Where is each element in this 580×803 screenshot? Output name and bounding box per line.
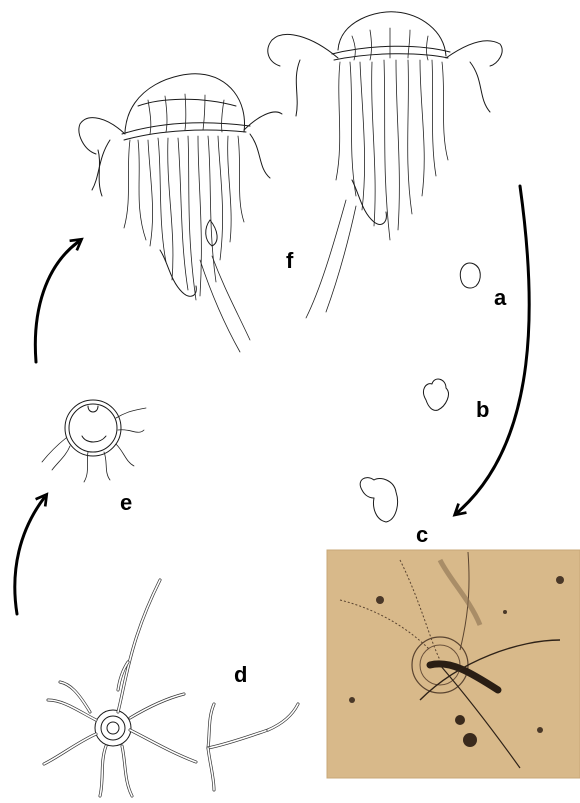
stage-c-settled-larva [360,478,397,522]
label-d: d [234,662,247,687]
label-e: e [120,490,132,515]
adult-medusa-right [268,12,502,318]
stage-b-larva [424,379,449,410]
stage-a-planula [460,263,480,288]
stage-d-polyp [44,580,298,796]
arrow-d-to-e [15,498,44,614]
label-b: b [476,397,489,422]
label-a: a [494,285,507,310]
label-f: f [286,248,294,273]
stage-e-young-medusa [42,400,146,482]
arrow-f-to-c [458,186,529,512]
arrow-e-to-f [35,242,78,362]
microscope-photo [327,550,580,778]
label-c: c [416,522,428,547]
adult-medusa-left [79,74,282,352]
